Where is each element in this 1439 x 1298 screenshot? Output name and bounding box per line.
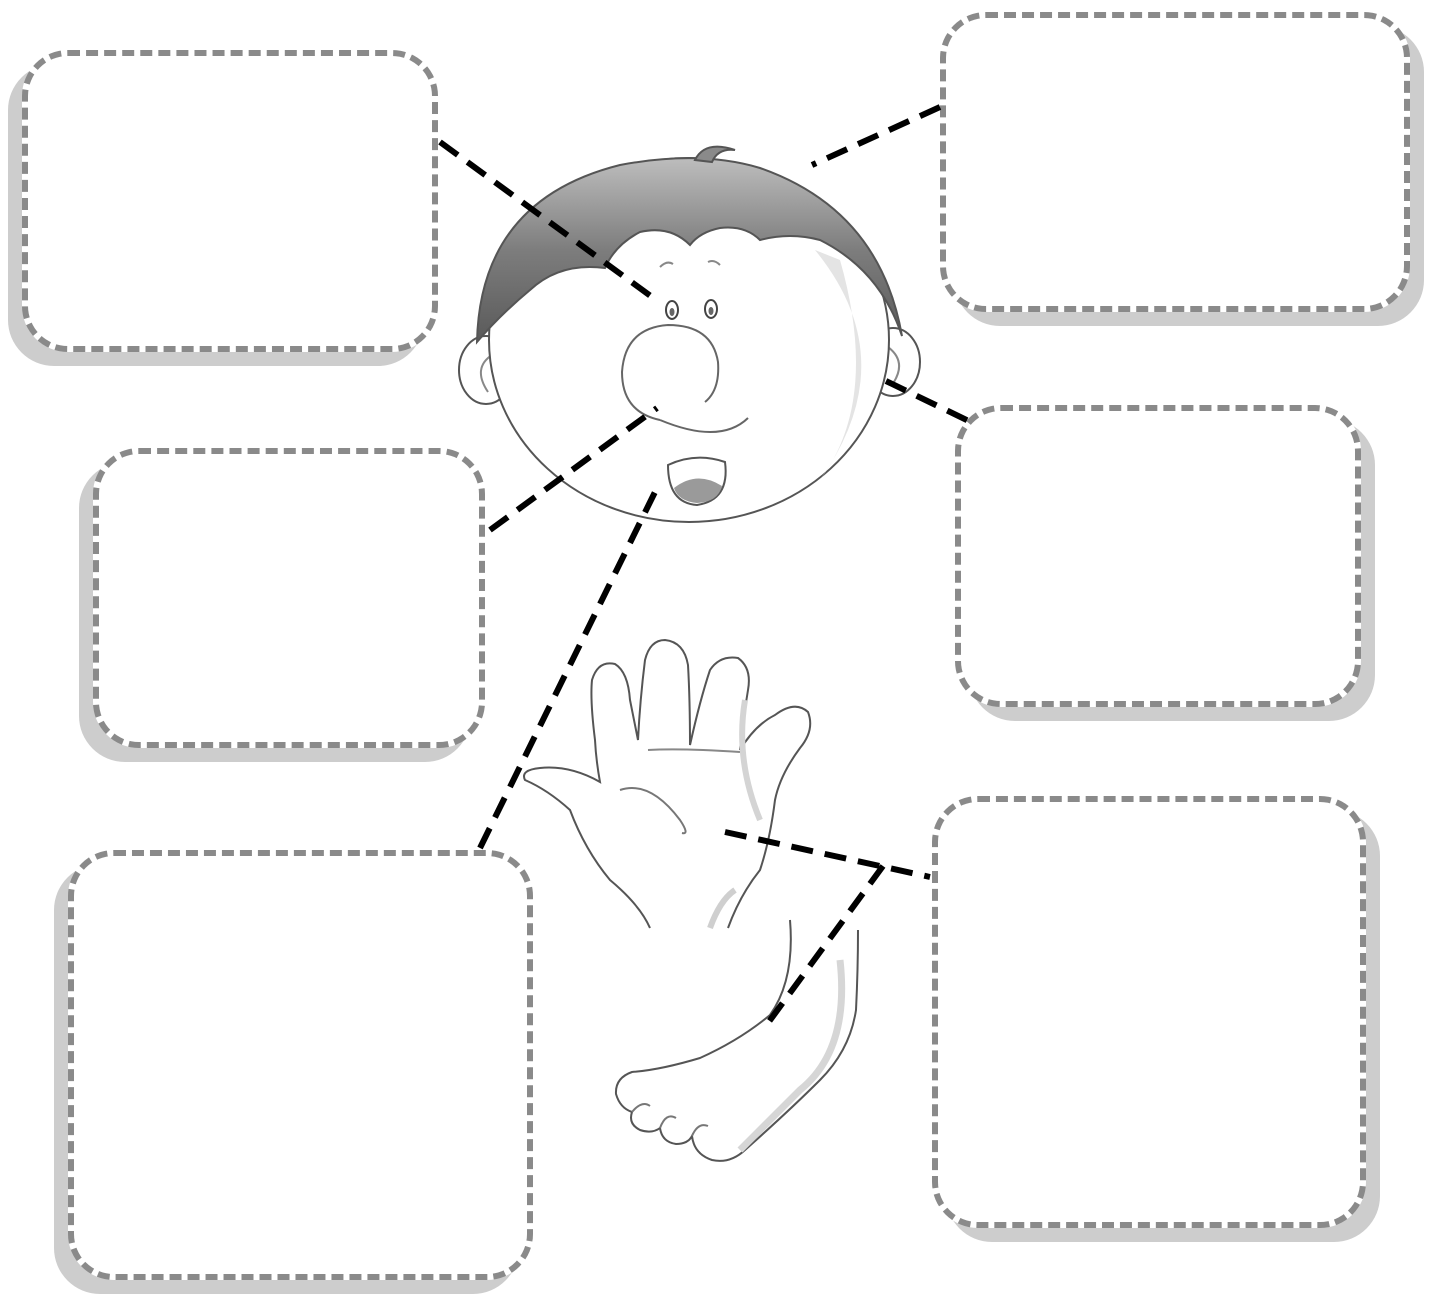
pointer-line-hair: [812, 107, 940, 165]
foot-outline: [616, 920, 858, 1161]
hand-outline: [524, 640, 810, 928]
foot-illustration: [616, 920, 858, 1161]
hand-illustration: [524, 640, 810, 928]
pointer-line-ear: [886, 381, 975, 424]
